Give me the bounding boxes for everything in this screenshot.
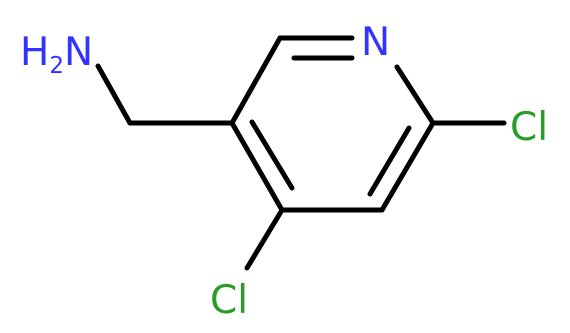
- chlorine-4-label: Cl: [210, 278, 248, 323]
- amine-label: H2N: [20, 30, 93, 79]
- ring-nitrogen-label: N: [361, 20, 390, 65]
- bond-c4-c3-inner: [249, 119, 295, 191]
- bond-n1-c6: [394, 64, 436, 126]
- bond-c6-c5: [379, 120, 436, 213]
- bond-ch2-nh2: [95, 63, 133, 126]
- bond-c3-c2: [229, 35, 283, 126]
- chlorine-6-label: Cl: [510, 105, 548, 150]
- bonds: [95, 35, 507, 271]
- atom-labels: H2N N Cl Cl: [20, 20, 548, 323]
- bond-c4-cl: [244, 207, 285, 271]
- bond-c4-c3: [229, 120, 285, 213]
- bond-c6-c5-inner: [367, 125, 412, 197]
